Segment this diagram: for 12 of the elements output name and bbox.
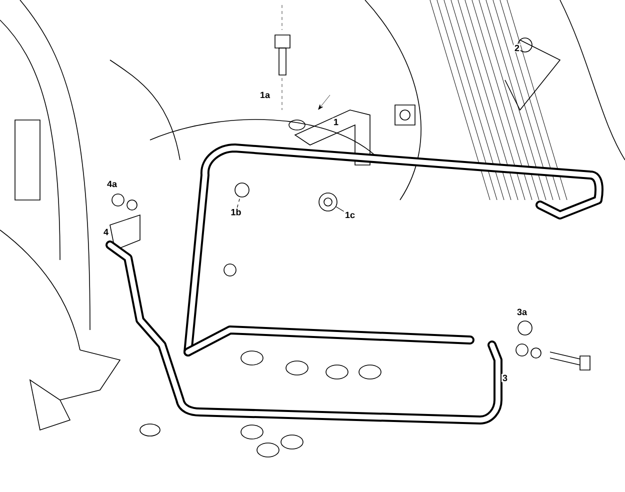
- callout-number: 1a: [259, 90, 271, 100]
- callout-number: 4: [102, 228, 110, 236]
- leader-line: [236, 196, 240, 208]
- callout-number: 2: [514, 44, 520, 52]
- nut: [234, 182, 250, 198]
- callout-number: 4a: [106, 180, 118, 188]
- leader-line: [336, 206, 344, 212]
- nut: [318, 192, 338, 212]
- callout-number: 3a: [516, 308, 528, 316]
- callout-number: 1: [332, 118, 340, 126]
- callout-number: 1c: [346, 212, 355, 218]
- callout-number: 1b: [231, 208, 241, 216]
